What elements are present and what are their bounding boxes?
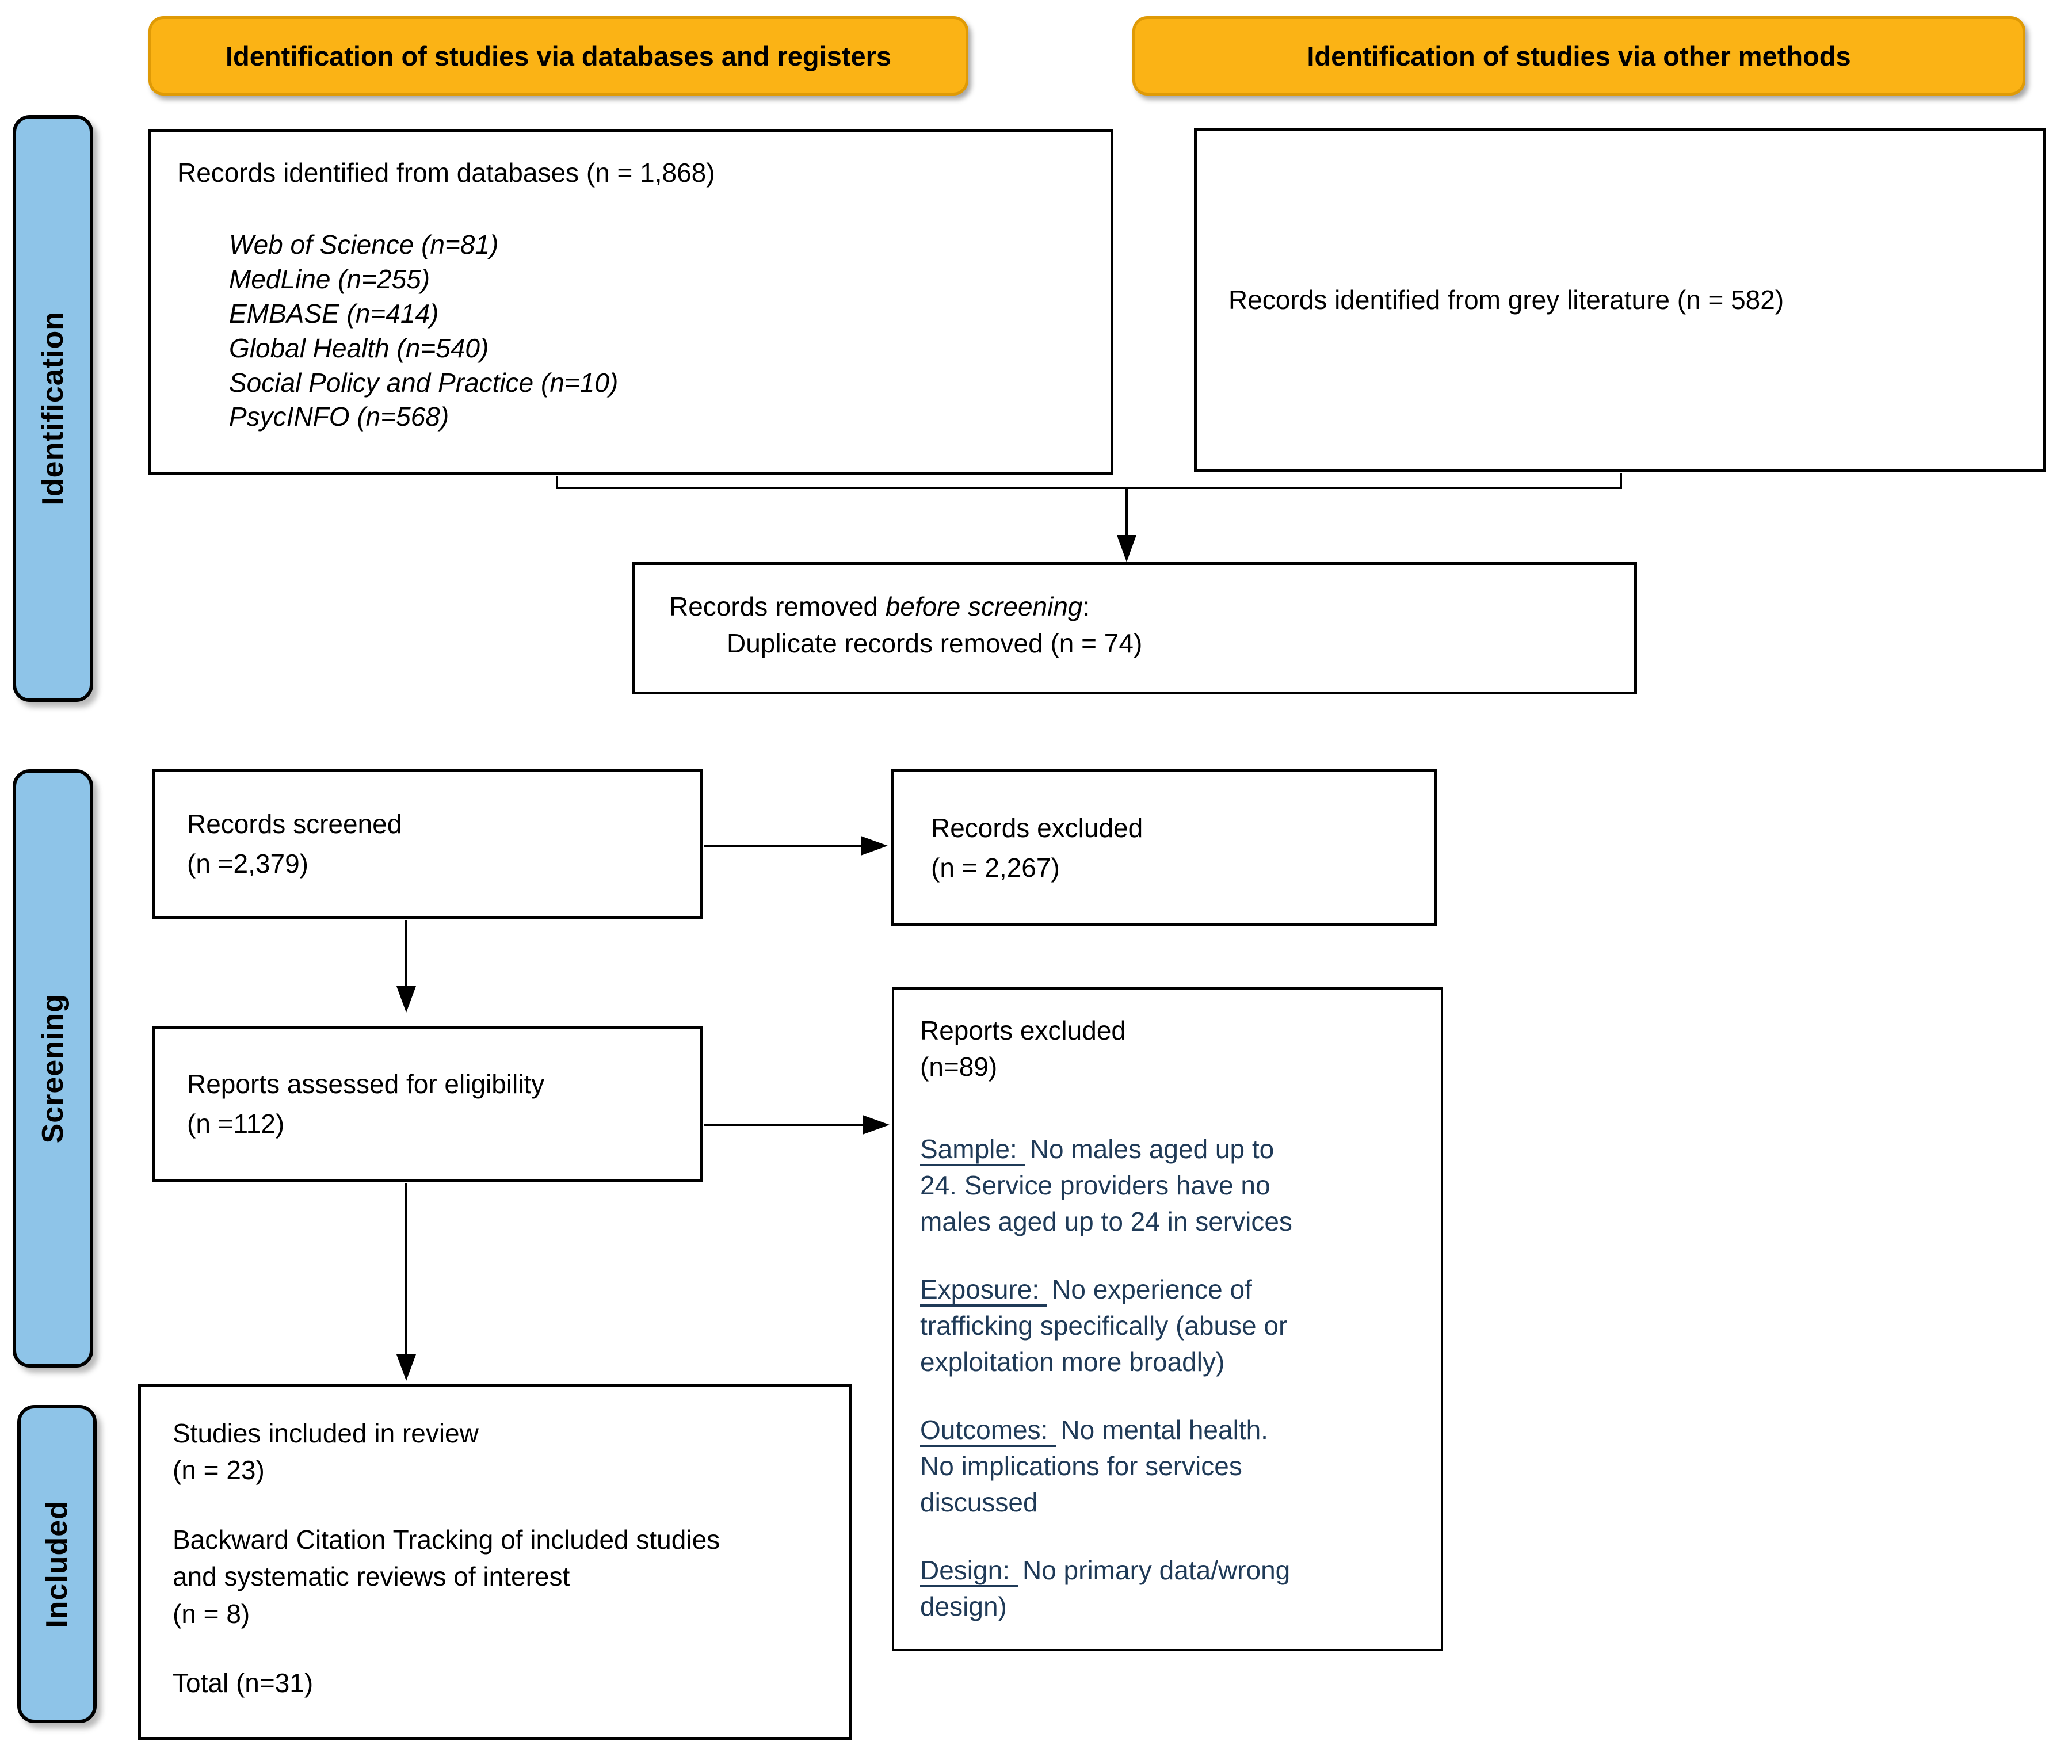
source-medline: MedLine (n=255) [229, 264, 430, 295]
stage-bar-included: Included [17, 1405, 97, 1723]
grey-literature-text: Records identified from grey literature … [1228, 284, 1784, 315]
box-records-screened: Records screened (n =2,379) [152, 769, 703, 919]
records-screened-label: Records screened [187, 809, 402, 839]
reports-assessed-count: (n =112) [187, 1109, 285, 1139]
connector-screened-to-excluded [704, 836, 888, 856]
records-removed-colon: : [1082, 591, 1090, 621]
header-other-methods: Identification of studies via other meth… [1132, 16, 2025, 96]
records-removed-prefix: Records removed [669, 591, 886, 621]
spacer [173, 1632, 823, 1664]
reason-label-design: Design: [920, 1555, 1018, 1588]
records-identified-title: Records identified from databases (n = 1… [177, 158, 715, 188]
source-psycinfo: PsycINFO (n=568) [229, 402, 449, 432]
connector-assessed-to-included [396, 1183, 416, 1381]
database-source-list: Web of Science (n=81) MedLine (n=255) EM… [177, 228, 1085, 434]
source-global-health: Global Health (n=540) [229, 333, 489, 363]
stage-label-included: Included [40, 1500, 74, 1628]
reports-excluded-title: Reports excluded (n=89) [920, 1013, 1415, 1085]
stage-label-identification: Identification [36, 311, 70, 506]
reason-label-sample: Sample: [920, 1134, 1025, 1167]
box-records-removed: Records removed before screening: Duplic… [632, 562, 1637, 694]
before-screening-italic: before screening [885, 591, 1083, 621]
box-reports-excluded-reasons: Reports excluded (n=89) Sample:No males … [892, 987, 1443, 1651]
records-screened-count: (n =2,379) [187, 849, 308, 879]
reason-text-outcomes: No mental health. No implications for se… [920, 1415, 1268, 1518]
exclusion-reason-outcomes: Outcomes:No mental health. No implicatio… [920, 1412, 1306, 1521]
source-embase: EMBASE (n=414) [229, 298, 439, 329]
connector-assessed-to-reports-excluded [704, 1115, 890, 1135]
box-records-excluded: Records excluded (n = 2,267) [891, 769, 1437, 926]
stage-label-screening: Screening [36, 993, 70, 1144]
studies-included-count: (n = 23) [173, 1455, 265, 1486]
exclusion-reason-exposure: Exposure:No experience of trafficking sp… [920, 1272, 1306, 1380]
box-studies-included: Studies included in review (n = 23) Back… [138, 1384, 852, 1740]
backward-citation-label: Backward Citation Tracking of included s… [173, 1524, 720, 1592]
reports-excluded-count: (n=89) [920, 1052, 998, 1082]
records-excluded-label: Records excluded [931, 812, 1143, 843]
connector-identification-to-removed [556, 473, 1622, 562]
box-reports-assessed: Reports assessed for eligibility (n =112… [152, 1026, 703, 1182]
studies-included-label: Studies included in review [173, 1418, 479, 1448]
total-count: Total (n=31) [173, 1667, 314, 1698]
reason-text-sample: No males aged up to 24. Service provider… [920, 1134, 1292, 1237]
stage-bar-screening: Screening [13, 769, 93, 1368]
connector-screened-to-assessed [396, 920, 416, 1013]
reason-label-outcomes: Outcomes: [920, 1415, 1056, 1448]
source-social-policy: Social Policy and Practice (n=10) [229, 367, 619, 398]
reports-excluded-label: Reports excluded [920, 1015, 1126, 1045]
duplicates-removed-line: Duplicate records removed (n = 74) [727, 628, 1143, 659]
records-excluded-count: (n = 2,267) [931, 852, 1060, 883]
reason-text-design: No primary data/wrong design) [920, 1555, 1291, 1622]
reason-label-exposure: Exposure: [920, 1274, 1048, 1307]
header-databases-registers: Identification of studies via databases … [148, 16, 968, 96]
exclusion-reason-sample: Sample:No males aged up to 24. Service p… [920, 1131, 1306, 1240]
source-web-of-science: Web of Science (n=81) [229, 230, 499, 260]
spacer [173, 1489, 823, 1521]
box-records-identified-databases: Records identified from databases (n = 1… [148, 129, 1113, 475]
box-records-grey-literature: Records identified from grey literature … [1194, 128, 2046, 472]
exclusion-reason-design: Design:No primary data/wrong design) [920, 1552, 1306, 1625]
reason-text-exposure: No experience of trafficking specificall… [920, 1274, 1288, 1377]
stage-bar-identification: Identification [13, 115, 93, 702]
reports-assessed-label: Reports assessed for eligibility [187, 1069, 545, 1099]
backward-citation-count: (n = 8) [173, 1598, 250, 1629]
records-removed-line: Records removed before screening: [669, 588, 1634, 625]
